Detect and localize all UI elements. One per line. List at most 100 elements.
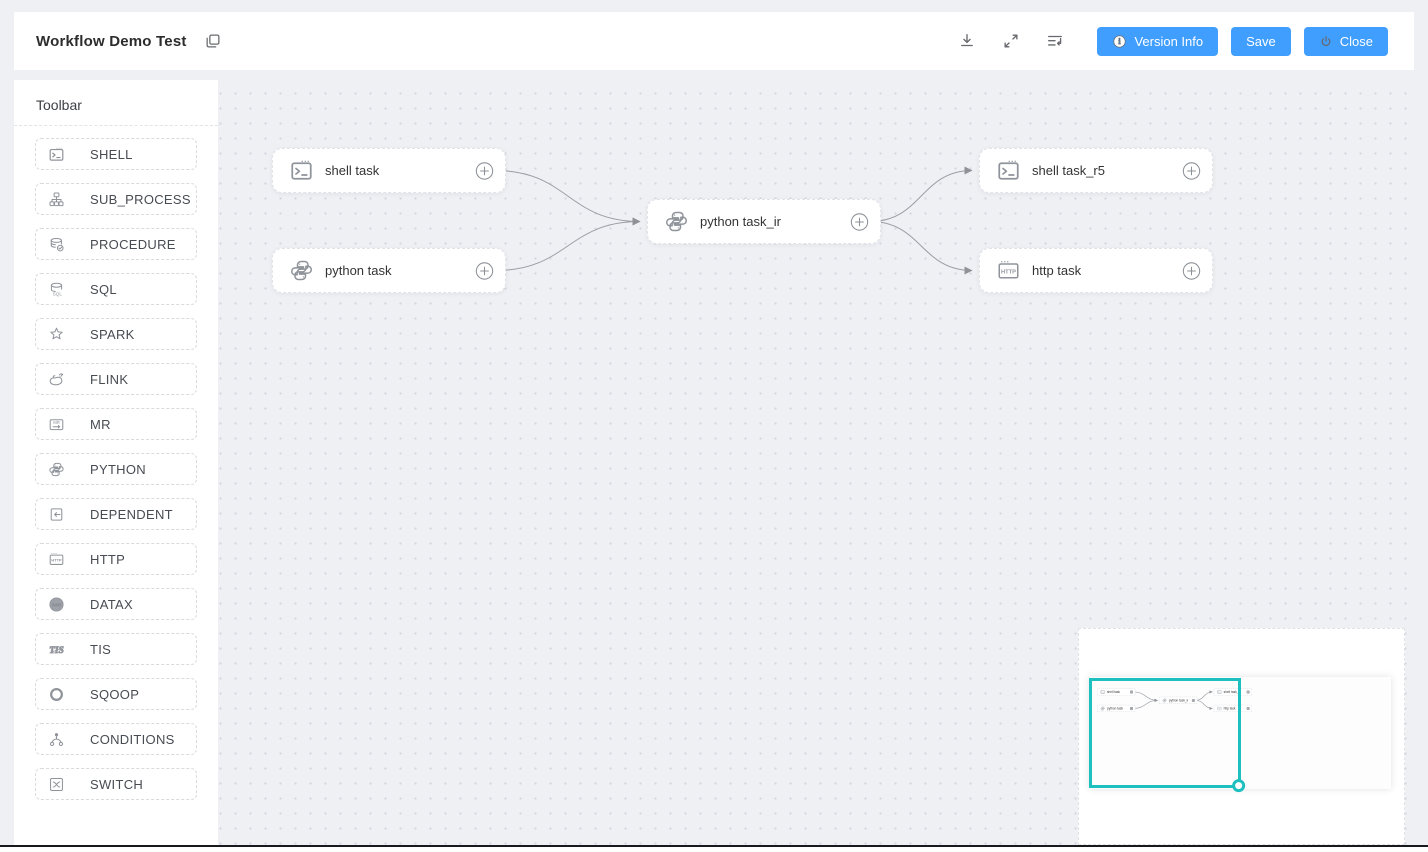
close-button[interactable]: Close (1303, 26, 1388, 56)
toolbar-item-label: SQOOP (90, 686, 140, 702)
toolbar-item-label: SQL (90, 281, 117, 297)
http-icon: HTTP (996, 258, 1021, 283)
toolbar-item-shell[interactable]: SHELL (35, 138, 197, 170)
python-icon (1162, 698, 1167, 703)
format-dag-icon[interactable] (1045, 31, 1065, 51)
edge-python-task-to-python-task-ir[interactable] (495, 217, 641, 271)
task-node-python-task[interactable]: python task (272, 248, 506, 293)
python-icon (289, 258, 314, 283)
add-connection-port (1246, 690, 1250, 694)
minimap-resize-handle[interactable] (1232, 779, 1246, 793)
toolbar-item-mr[interactable]: MR MR (35, 408, 197, 440)
svg-text:SQL: SQL (53, 291, 63, 296)
edge-python-task-ir-to-shell-task-r5[interactable] (870, 166, 973, 222)
task-node-label: python task (325, 263, 392, 278)
header: Workflow Demo Test (14, 12, 1414, 70)
task-node-label: shell task_r5 (1032, 163, 1105, 178)
edges-layer (495, 166, 973, 275)
toolbar-item-switch[interactable]: SWITCH (35, 768, 197, 800)
minimap-task-node-python-task-ir: python task_ir (1158, 696, 1198, 705)
workflow-title: Workflow Demo Test (36, 32, 187, 50)
task-node-label: http task (1223, 706, 1236, 711)
toolbar-item-dependent[interactable]: DEPENDENT (35, 498, 197, 530)
shell-icon (996, 158, 1021, 183)
toolbar-item-sql[interactable]: SQL SQL (35, 273, 197, 305)
sql-icon: SQL (48, 281, 65, 298)
minimap-task-node-shell-task-r5: shell task_r5 (1213, 688, 1253, 696)
add-connection-port[interactable] (1182, 261, 1201, 280)
task-node-label: python task (1106, 706, 1124, 711)
svg-text:TIS: TIS (49, 646, 64, 656)
edge-python-task-ir-to-http-task (1195, 700, 1213, 711)
procedure-icon (48, 236, 65, 253)
task-node-shell-task[interactable]: shell task (272, 148, 506, 193)
add-connection-port[interactable] (1182, 161, 1201, 180)
toolbar-item-conditions[interactable]: CONDITIONS (35, 723, 197, 755)
edge-python-task-ir-to-shell-task-r5 (1195, 690, 1213, 701)
power-icon (1319, 34, 1333, 48)
python-icon (48, 461, 65, 478)
download-icon[interactable] (957, 31, 977, 51)
toolbar-item-label: DATAX (90, 596, 133, 612)
toolbar-item-datax[interactable]: DataX DATAX (35, 588, 197, 620)
svg-text:i: i (1119, 37, 1122, 46)
fullscreen-icon[interactable] (1001, 31, 1021, 51)
toolbar-item-spark[interactable]: SPARK (35, 318, 197, 350)
task-node-http-task[interactable]: HTTP http task (979, 248, 1213, 293)
save-button[interactable]: Save (1231, 26, 1291, 56)
python-icon (664, 209, 689, 234)
toolbar-item-sub-process[interactable]: SUB_PROCESS (35, 183, 197, 215)
minimap-task-node-python-task: python task (1096, 704, 1136, 713)
add-connection-port (1191, 698, 1196, 703)
toolbar-item-label: PROCEDURE (90, 236, 176, 252)
toolbar-item-label: PYTHON (90, 461, 146, 477)
toolbar-item-sqoop[interactable]: SQOOP (35, 678, 197, 710)
spark-icon (48, 326, 65, 343)
toolbar-item-label: MR (90, 416, 111, 432)
shell-icon (48, 146, 65, 163)
minimap-viewport[interactable] (1089, 678, 1246, 793)
window-bottom-edge (0, 845, 1428, 847)
window-bottom-strip (0, 847, 1428, 852)
edge-shell-task-to-python-task-ir[interactable] (495, 170, 641, 226)
toolbar-item-procedure[interactable]: PROCEDURE (35, 228, 197, 260)
add-connection-port[interactable] (475, 161, 494, 180)
version-info-label: Version Info (1134, 33, 1204, 49)
toolbar-item-tis[interactable]: TIS TIS (35, 633, 197, 665)
minimap: shell task python task python task_ir shell… (1078, 628, 1405, 845)
task-node-label: http task (1032, 263, 1082, 278)
edge-python-task-ir-to-http-task[interactable] (870, 221, 973, 275)
add-connection-port (1246, 706, 1250, 711)
close-label: Close (1339, 33, 1373, 49)
add-connection-port[interactable] (475, 261, 494, 280)
toolbar-item-label: SHELL (90, 146, 133, 162)
task-node-shell-task-r5[interactable]: shell task_r5 (979, 148, 1213, 193)
task-node-label: shell task (1106, 690, 1121, 694)
save-label: Save (1246, 33, 1276, 49)
minimap-graph: shell task python task python task_ir shell… (1088, 677, 1285, 803)
toolbar-item-label: FLINK (90, 371, 129, 387)
edge-python-task-to-python-task-ir (1133, 698, 1158, 709)
copy-name-icon[interactable] (203, 31, 223, 51)
toolbar-divider (14, 125, 218, 126)
svg-text:HTTP: HTTP (1001, 270, 1016, 276)
version-info-button[interactable]: i Version Info (1097, 26, 1219, 56)
flink-icon (48, 371, 65, 388)
shell-icon (1100, 689, 1105, 694)
svg-text:MR: MR (53, 420, 60, 425)
toolbar-item-python[interactable]: PYTHON (35, 453, 197, 485)
task-node-python-task-ir[interactable]: python task_ir (647, 199, 881, 244)
toolbar-item-flink[interactable]: FLINK (35, 363, 197, 395)
svg-text:DataX: DataX (52, 602, 62, 606)
toolbar-item-label: TIS (90, 641, 112, 657)
task-node-label: python task_ir (700, 214, 781, 229)
toolbar-item-label: SPARK (90, 326, 135, 342)
add-connection-port[interactable] (850, 212, 869, 231)
tis-icon: TIS (48, 641, 65, 658)
minimap-edges-layer (1133, 690, 1213, 711)
switch-icon (48, 776, 65, 793)
